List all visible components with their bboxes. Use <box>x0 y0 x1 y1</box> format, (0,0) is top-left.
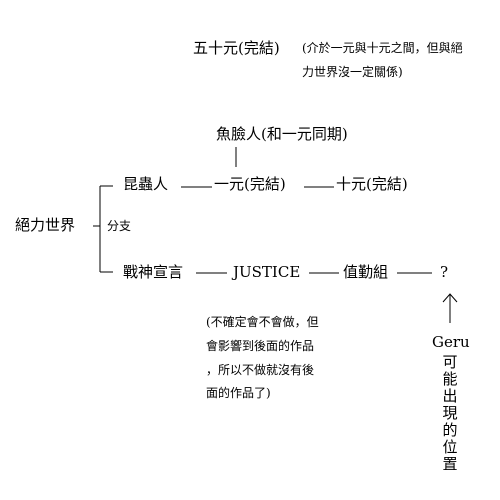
node-justice: JUSTICE <box>233 263 301 281</box>
node-fish-face: 魚臉人(和一元同期) <box>216 125 348 143</box>
geru-label: Geru <box>432 333 470 351</box>
uncertain-note-line1: (不確定會不會做，但 <box>206 315 319 329</box>
node-unknown: ? <box>440 263 449 281</box>
node-ten-yuan: 十元(完結) <box>336 175 408 193</box>
header-note-line1: (介於一元與十元之間，但與絕 <box>302 41 463 55</box>
geru-vertical-text: 可能出現的位置 <box>442 353 458 473</box>
header-title: 五十元(完結) <box>193 39 280 57</box>
node-world: 絕力世界 <box>15 216 76 234</box>
uncertain-note-line2: 會影響到後面的作品 <box>206 339 315 353</box>
header-note-line2: 力世界沒一定關係) <box>302 65 403 79</box>
arrow-head <box>442 293 458 303</box>
uncertain-note-line4: 面的作品了) <box>206 386 271 400</box>
node-insect: 昆蟲人 <box>123 175 169 193</box>
node-war-god: 戰神宣言 <box>123 263 184 281</box>
node-branch: 分支 <box>107 219 132 233</box>
node-one-yuan: 一元(完結) <box>214 175 286 193</box>
node-duty: 值勤組 <box>343 263 389 281</box>
uncertain-note-line3: ，所以不做就沒有後 <box>206 363 315 377</box>
